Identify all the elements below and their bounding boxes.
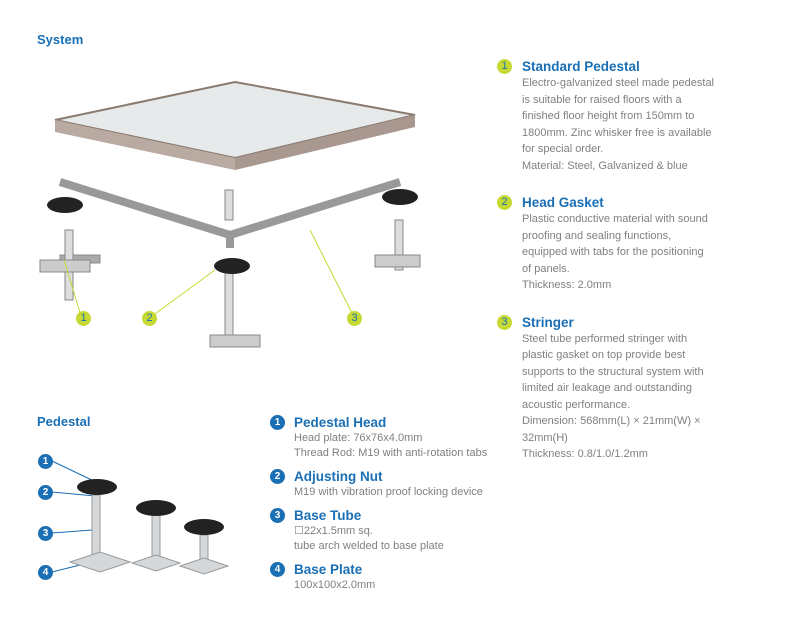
spec-description: ☐22x1.5mm sq.tube arch welded to base pl… <box>294 525 444 552</box>
spec-title: Base Plate <box>294 562 363 577</box>
spec-title: Stringer <box>522 314 574 330</box>
pedestal-callout-2: 2 <box>38 485 53 500</box>
spec-title: Base Tube <box>294 508 362 523</box>
spec-title: Head Gasket <box>522 195 604 210</box>
spec-badge: 1 <box>270 415 285 430</box>
pedestal-callout-4: 4 <box>38 565 53 580</box>
pedestal-illustration <box>51 460 230 575</box>
pedestal-heading: Pedestal <box>37 414 91 429</box>
spec-description: 100x100x2.0mm <box>294 579 376 591</box>
spec-badge: 1 <box>497 59 512 74</box>
spec-badge: 2 <box>270 469 285 484</box>
system-callout-2: 2 <box>142 311 157 326</box>
spec-standard-pedestal: 1 Standard Pedestal Electro-galvanized s… <box>497 58 777 174</box>
spec-badge: 3 <box>497 314 512 330</box>
system-callout-3: 3 <box>347 311 362 326</box>
spec-base-tube: 3 Base Tube ☐22x1.5mm sq.tube arch welde… <box>270 507 530 554</box>
raised-floor-system-illustration <box>39 80 421 348</box>
spec-title: Standard Pedestal <box>522 59 640 74</box>
spec-description: M19 with vibration proof locking device <box>294 486 483 498</box>
spec-title: Adjusting Nut <box>294 469 383 484</box>
spec-title: Pedestal Head <box>294 415 387 430</box>
spec-head-gasket: 2 Head Gasket Plastic conductive materia… <box>497 194 777 294</box>
spec-badge: 3 <box>270 508 285 523</box>
spec-badge: 2 <box>497 195 512 210</box>
system-spec-list: 1 Standard Pedestal Electro-galvanized s… <box>497 58 777 483</box>
pedestal-callout-1: 1 <box>38 454 53 469</box>
spec-base-plate: 4 Base Plate 100x100x2.0mm <box>270 561 530 593</box>
spec-badge: 4 <box>270 562 285 577</box>
spec-adjusting-nut: 2 Adjusting Nut M19 with vibration proof… <box>270 468 530 500</box>
system-heading: System <box>37 32 84 47</box>
pedestal-callout-3: 3 <box>38 526 53 541</box>
spec-stringer: 3 Stringer Steel tube performed stringer… <box>497 314 777 463</box>
system-callout-1: 1 <box>76 311 91 326</box>
